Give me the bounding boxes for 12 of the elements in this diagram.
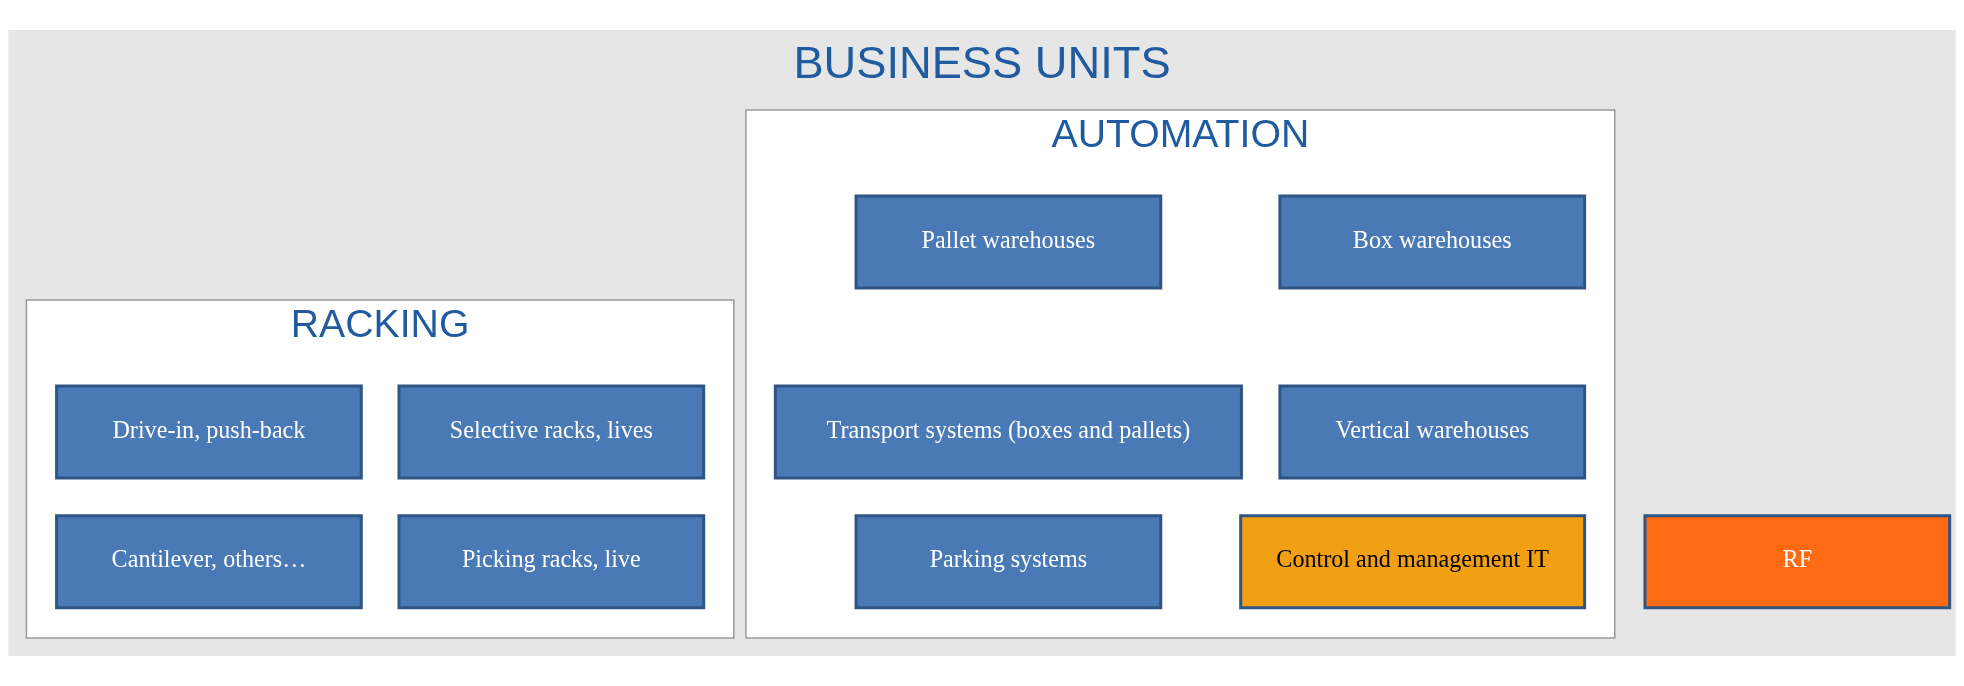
node-box: Picking racks, live (397, 514, 706, 610)
node-box: RF (1643, 514, 1952, 610)
node-box: Box warehouses (1278, 194, 1587, 290)
node-box: Transport systems (boxes and pallets) (773, 384, 1243, 480)
node-box: Cantilever, others… (55, 514, 363, 610)
diagram-title: BUSINESS UNITS (793, 37, 1171, 89)
node-box: Pallet warehouses (854, 194, 1163, 290)
node-box: Parking systems (854, 514, 1163, 610)
node-box: Control and management IT (1239, 514, 1587, 610)
node-box: Drive-in, push-back (55, 384, 363, 480)
node-box: Selective racks, lives (397, 384, 706, 480)
node-box: Vertical warehouses (1278, 384, 1587, 480)
